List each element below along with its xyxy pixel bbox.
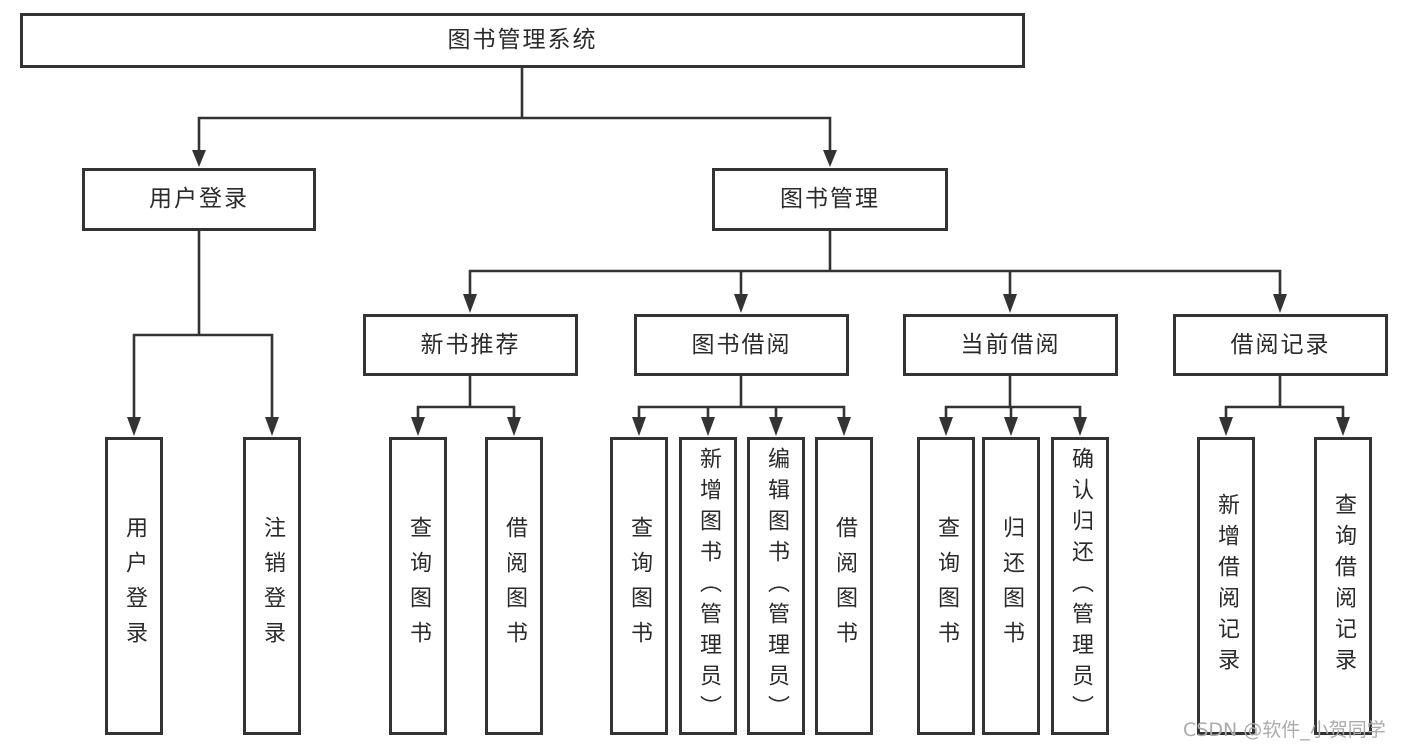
leaf-query-borrow-record: 查询借阅记录 [1314,437,1372,735]
leaf-logout: 注销登录 [243,437,301,735]
node-user-login: 用户登录 [82,168,316,231]
node-label: 新增借阅记录 [1214,493,1239,679]
leaf-borrow-books-recommend: 借阅图书 [485,437,543,735]
node-label: 归还图书 [999,516,1024,656]
leaf-confirm-return-admin: 确认归还（管理员） [1051,437,1109,735]
node-label: 借阅图书 [832,516,857,656]
node-label: 编辑图书（管理员） [764,446,789,726]
node-book-management: 图书管理 [712,168,948,231]
node-label: 借阅图书 [502,516,527,656]
node-label: 图书管理系统 [447,27,598,53]
node-label: 新书推荐 [420,331,521,358]
node-label: 当前借阅 [960,331,1061,358]
leaf-add-book-admin: 新增图书（管理员） [679,437,737,735]
leaf-borrow-books-borrowing: 借阅图书 [815,437,873,735]
node-label: 图书管理 [780,186,880,212]
node-label: 确认归还（管理员） [1068,446,1093,726]
connector-tree [127,68,1350,436]
node-label: 用户登录 [149,186,249,212]
node-current-borrowing: 当前借阅 [903,314,1118,376]
node-book-borrowing: 图书借阅 [634,314,849,376]
leaf-query-books-borrowing: 查询图书 [610,437,668,735]
node-label: 查询图书 [627,516,652,656]
node-label: 注销登录 [260,516,285,656]
node-label: 用户登录 [122,516,147,656]
node-label: 借阅记录 [1230,331,1331,358]
watermark: CSDN @软件_小贺同学 [1183,719,1386,741]
node-label: 查询图书 [934,516,959,656]
node-label: 新增图书（管理员） [696,446,721,726]
node-label: 查询图书 [406,516,431,656]
node-library-system: 图书管理系统 [20,13,1025,68]
node-new-book-recommendation: 新书推荐 [363,314,578,376]
node-borrowing-records: 借阅记录 [1173,314,1388,376]
leaf-user-login: 用户登录 [105,437,163,735]
leaf-edit-book-admin: 编辑图书（管理员） [747,437,805,735]
leaf-add-borrow-record: 新增借阅记录 [1197,437,1255,735]
node-label: 图书借阅 [691,331,792,358]
node-label: 查询借阅记录 [1331,493,1356,679]
leaf-query-books-current: 查询图书 [917,437,975,735]
leaf-query-books-recommend: 查询图书 [389,437,447,735]
leaf-return-book: 归还图书 [982,437,1040,735]
